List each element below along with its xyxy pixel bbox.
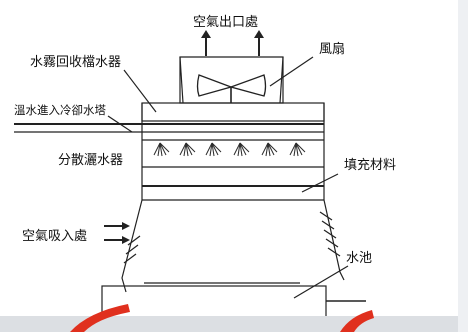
tower-lower-left <box>121 199 143 293</box>
air-inlet-arrows <box>104 222 130 244</box>
air-inlet-label: 空氣吸入處 <box>22 229 87 244</box>
fan-pointer <box>269 56 314 87</box>
fan-label: 風扇 <box>319 41 345 57</box>
air-outlet-label: 空氣出口處 <box>193 15 258 30</box>
louvers-left <box>123 235 141 264</box>
drift-eliminator-label: 水霧回收檔水器 <box>30 55 121 70</box>
fan-icon <box>196 74 267 103</box>
fill-material <box>142 166 324 201</box>
drift-eliminator-pointer <box>123 69 157 113</box>
fill-material-label: 填充材料 <box>344 157 396 173</box>
spray-nozzles <box>153 142 306 157</box>
hot-water-inlet-pipes <box>14 123 324 133</box>
right-edge-shadow <box>458 0 468 332</box>
hot-water-inlet-label: 溫水進入冷卻水塔 <box>14 103 106 117</box>
air-outlet-arrows <box>201 30 264 56</box>
fill-material-pointer <box>301 173 339 193</box>
water-basin-pointer <box>293 265 349 299</box>
hot-water-inlet-pointer <box>107 115 133 133</box>
water-basin-label: 水池 <box>346 251 372 266</box>
bottom-shade <box>0 316 468 332</box>
louvers-right <box>319 211 341 257</box>
tower-lower-right <box>323 199 345 281</box>
water-distributor-label: 分散灑水器 <box>58 153 123 168</box>
red-arc-right <box>340 310 374 332</box>
red-arc-left <box>70 304 130 332</box>
